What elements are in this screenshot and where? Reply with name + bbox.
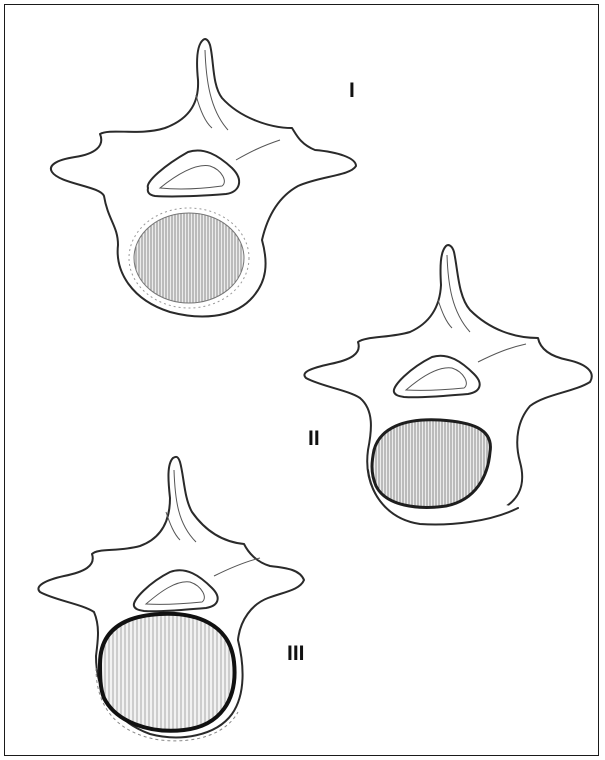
label-three: III <box>287 643 305 664</box>
vertebra-3-body <box>100 614 235 731</box>
label-one: I <box>349 80 355 101</box>
vertebra-2-body <box>372 420 490 508</box>
vertebra-2 <box>304 245 591 524</box>
vertebra-1-body <box>134 213 244 303</box>
vertebra-1 <box>51 39 356 316</box>
label-two: II <box>308 428 320 449</box>
vertebra-3 <box>38 457 304 741</box>
